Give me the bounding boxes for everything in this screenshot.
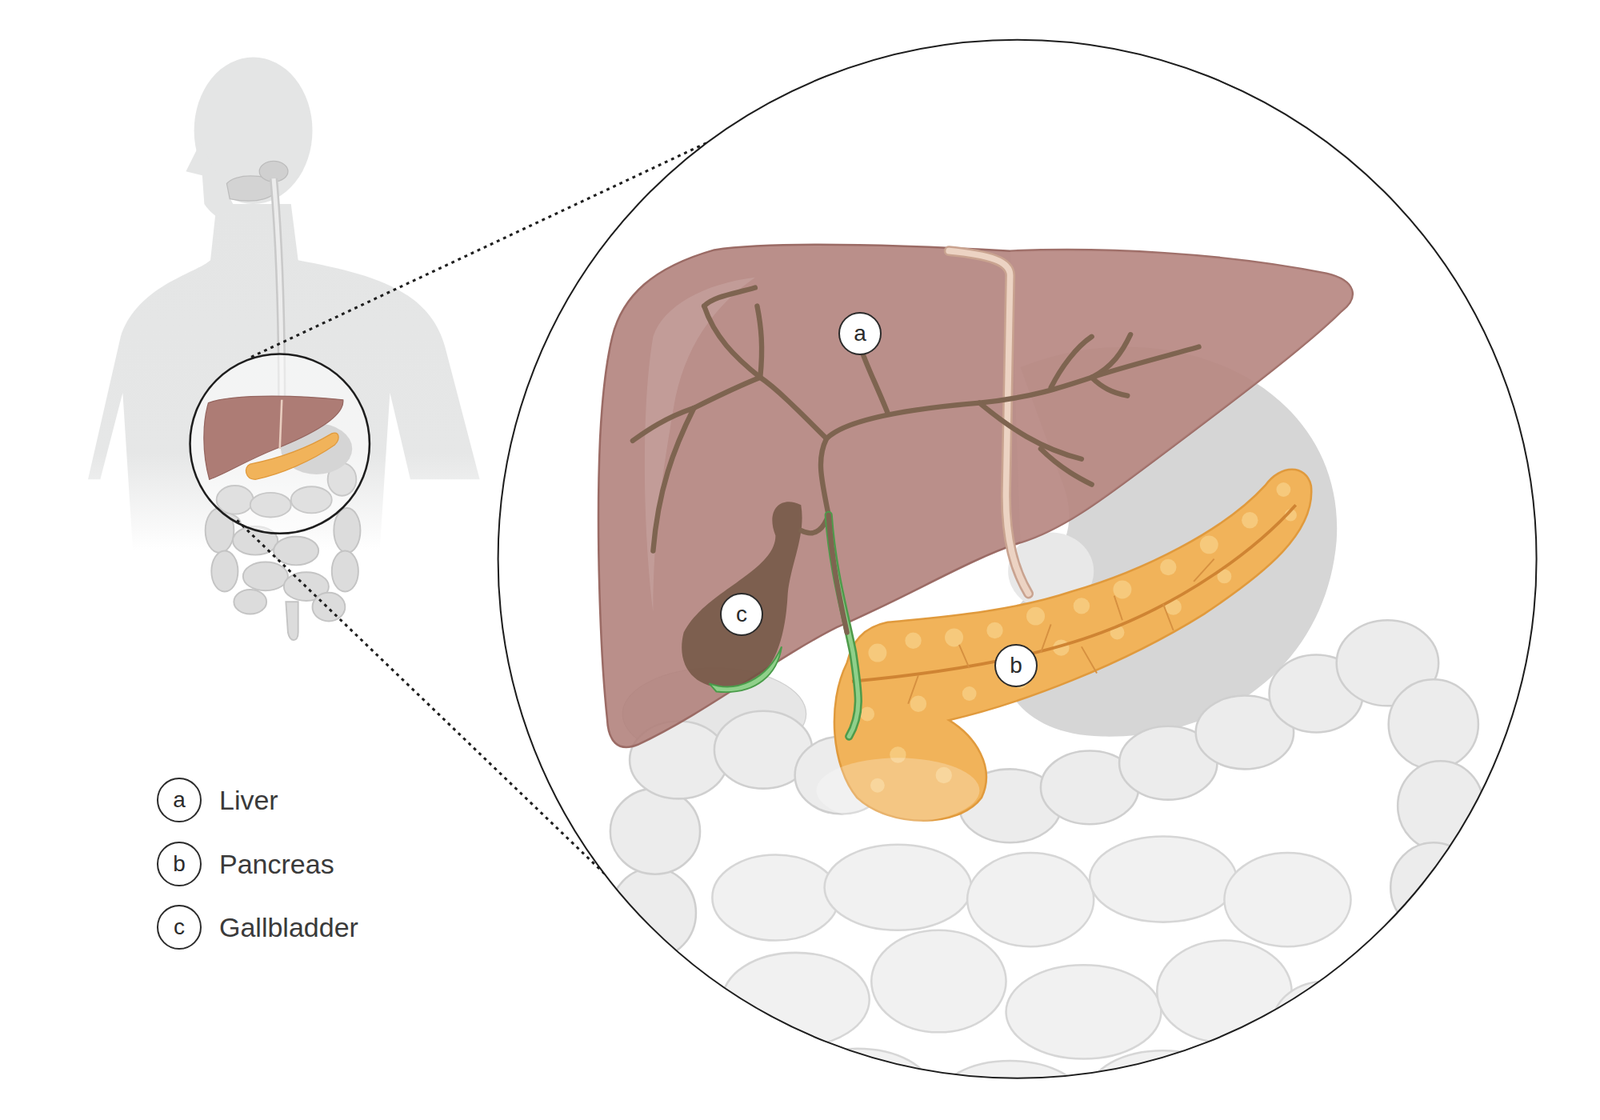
callout-circle: a bbox=[838, 312, 882, 356]
organ-illustration bbox=[598, 244, 1484, 1120]
legend-label: Liver bbox=[219, 784, 279, 816]
callout-ring: b bbox=[156, 841, 202, 887]
callout-letter: a bbox=[172, 788, 186, 812]
callout-ring: c bbox=[720, 592, 764, 636]
legend-label: Pancreas bbox=[219, 848, 335, 880]
body-silhouette bbox=[88, 56, 480, 551]
callout-letter: a bbox=[853, 322, 867, 345]
zoom-circle-large bbox=[498, 40, 1537, 1079]
callout-circle: b bbox=[994, 644, 1038, 688]
legend-entry: c Gallbladder bbox=[156, 904, 359, 950]
legend-entry: a Liver bbox=[156, 777, 279, 823]
callout-circle: c bbox=[720, 592, 764, 636]
callout-ring: a bbox=[156, 777, 202, 823]
callout-ring: a bbox=[838, 312, 882, 356]
legend-label: Gallbladder bbox=[219, 912, 359, 944]
zoom-circle bbox=[190, 353, 370, 533]
zoom-circle-fill bbox=[190, 353, 370, 533]
callout-letter: c bbox=[736, 603, 748, 626]
callout-letter: b bbox=[1009, 654, 1023, 677]
callout-letter: b bbox=[172, 852, 186, 876]
callout-letter: c bbox=[173, 916, 185, 939]
callout-ring: c bbox=[156, 904, 202, 950]
legend-entry: b Pancreas bbox=[156, 841, 335, 887]
zoom-circle-large-fill bbox=[498, 40, 1537, 1079]
callout-ring: b bbox=[994, 644, 1038, 688]
